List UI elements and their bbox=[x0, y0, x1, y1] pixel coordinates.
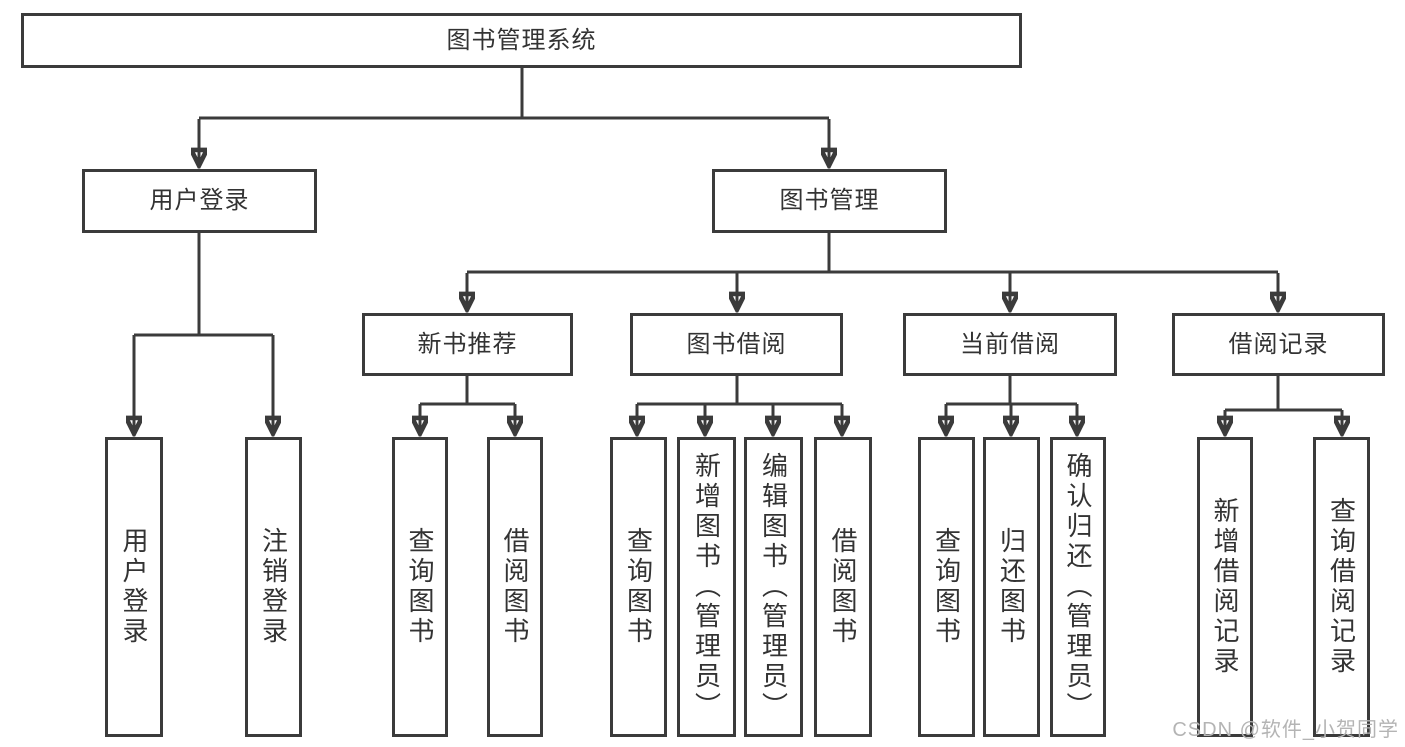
connector-current-borrow-bus bbox=[946, 376, 1077, 406]
node-edit-books-admin: 编辑图书（管理员） bbox=[744, 437, 803, 737]
node-user-login: 用户登录 bbox=[82, 169, 317, 233]
csdn-watermark: CSDN @软件_小贺同学 bbox=[1172, 719, 1399, 741]
node-login: 用户登录 bbox=[105, 437, 163, 737]
connector-book-borrow-bus bbox=[637, 376, 842, 406]
connector-root-bus bbox=[199, 68, 829, 120]
node-query-borrow-record: 查询借阅记录 bbox=[1313, 437, 1370, 737]
node-query-books-2: 查询图书 bbox=[610, 437, 667, 737]
node-borrow-books-1: 借阅图书 bbox=[487, 437, 543, 737]
connector-user-login-bus bbox=[134, 233, 273, 337]
node-book-borrowing: 图书借阅 bbox=[630, 313, 843, 376]
connector-book-mgmt-bus bbox=[467, 233, 1278, 274]
node-borrow-books-2: 借阅图书 bbox=[814, 437, 872, 737]
node-add-borrow-record: 新增借阅记录 bbox=[1197, 437, 1253, 737]
node-confirm-return-admin: 确认归还（管理员） bbox=[1050, 437, 1106, 737]
node-root: 图书管理系统 bbox=[21, 13, 1022, 68]
node-new-book-recommend: 新书推荐 bbox=[362, 313, 573, 376]
node-book-management: 图书管理 bbox=[712, 169, 947, 233]
node-logout: 注销登录 bbox=[245, 437, 302, 737]
node-add-books-admin: 新增图书（管理员） bbox=[677, 437, 736, 737]
node-query-books-3: 查询图书 bbox=[918, 437, 975, 737]
connector-borrow-records-bus bbox=[1225, 376, 1342, 412]
node-current-borrowing: 当前借阅 bbox=[903, 313, 1117, 376]
connector-new-book-bus bbox=[420, 376, 515, 406]
node-return-books: 归还图书 bbox=[983, 437, 1040, 737]
node-query-books-1: 查询图书 bbox=[392, 437, 448, 737]
node-borrow-records: 借阅记录 bbox=[1172, 313, 1385, 376]
